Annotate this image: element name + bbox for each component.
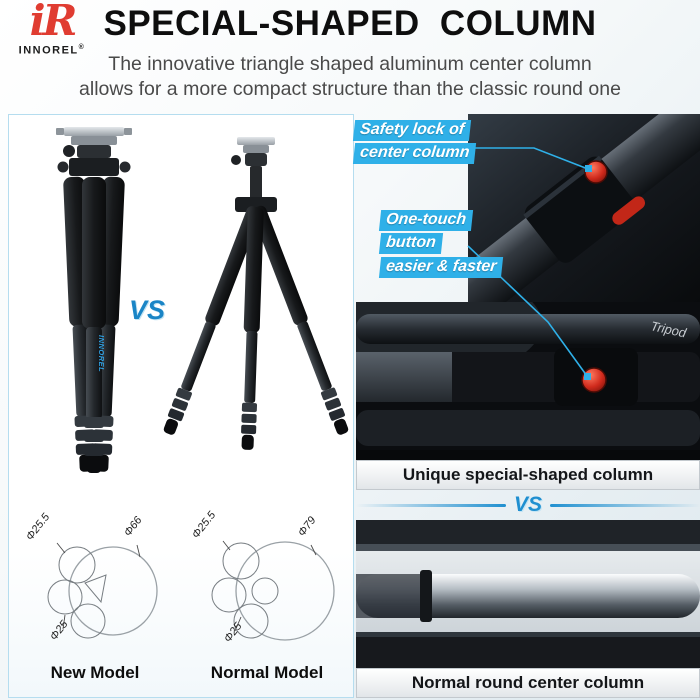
subtitle-line-2: allows for a more compact structure than…	[79, 78, 621, 101]
tripod-normal-model-photo	[163, 137, 349, 450]
red-safety-lock-knob	[584, 160, 608, 184]
caption-normal-column: Normal round center column	[356, 668, 700, 698]
round-column-photo	[356, 520, 700, 668]
ballhead-clamp	[71, 136, 117, 145]
spider-hub-2	[235, 197, 277, 212]
tube-print-text: Tripod	[649, 318, 688, 340]
background-tube-bottom	[356, 632, 700, 668]
ballhead-knob-2	[231, 155, 241, 165]
vs-divider: VS	[356, 490, 700, 520]
dim-inner-label: Φ25	[48, 618, 71, 643]
upper-tube	[356, 314, 700, 344]
leg-circle-2	[211, 577, 247, 613]
callout-onetouch-line-2: button	[378, 233, 443, 255]
ballhead-housing	[77, 145, 111, 158]
model-labels: New Model Normal Model	[9, 663, 353, 683]
quick-release-plate	[64, 127, 124, 136]
tripod-brand-print: INNOREL	[97, 335, 106, 372]
leg-right-open	[251, 205, 349, 435]
dim-outer-label: Φ66	[122, 514, 145, 539]
subtitle-line-1: The innovative triangle shaped aluminum …	[108, 53, 592, 75]
ballhead-knob	[63, 145, 75, 157]
leg-circle-1	[222, 542, 260, 580]
new-model-outer-circle	[68, 546, 158, 636]
special-column-photo-angled	[468, 114, 700, 302]
callout-onetouch-line-3: easier & faster	[378, 256, 504, 279]
normal-model-diagram: Φ25.5 Φ25 Φ79	[190, 509, 335, 645]
detail-panel: Tripod Unique special-shaped column VS	[352, 114, 700, 698]
brand-logo-icon: iR	[29, 0, 78, 45]
normal-model-label: Normal Model	[210, 663, 324, 682]
tripod-new-model-photo: INNOREL	[56, 127, 132, 473]
callout-onetouch-line-1: One-touch	[378, 210, 474, 232]
red-onetouch-button	[581, 367, 607, 393]
plate-knob-right	[124, 128, 132, 135]
callout-one-touch: One-touch button easier & faster	[378, 210, 504, 280]
dim-leg-label: Φ25.5	[24, 511, 53, 543]
registered-mark: ®	[78, 44, 86, 51]
vs-line-right	[550, 503, 700, 507]
new-model-label: New Model	[50, 663, 140, 682]
vs-line-left	[356, 503, 506, 507]
leg-circle-1	[58, 546, 96, 584]
center-column	[250, 166, 262, 200]
brand-name-text: INNOREL	[18, 44, 79, 57]
caption-unique-column: Unique special-shaped column	[356, 460, 700, 490]
dim-inner-label: Φ25	[222, 620, 245, 645]
brand-name: INNOREL®	[10, 44, 94, 57]
dim-outer-label: Φ79	[296, 515, 319, 539]
ballhead-housing-2	[245, 153, 267, 166]
brand-logo: iR INNOREL®	[10, 0, 94, 57]
hub-knob-right	[119, 161, 131, 173]
lower-tube	[356, 410, 700, 446]
vs-label: VS	[129, 295, 166, 325]
quick-release-plate-2	[237, 137, 275, 145]
background-tube-top	[356, 520, 700, 544]
page-subtitle: The innovative triangle shaped aluminum …	[0, 52, 700, 103]
metal-collar	[356, 352, 452, 402]
leg-circle-3	[233, 603, 269, 639]
callout-safety-line-1: Safety lock of	[352, 120, 472, 142]
special-column-photo-closeup: Tripod	[356, 302, 700, 460]
leg-center-open	[241, 206, 264, 450]
red-lock-lever	[612, 196, 646, 225]
normal-model-outer-circle	[235, 541, 335, 641]
vs-sub-label: VS	[514, 493, 543, 516]
comparison-panel: INNOREL VS	[8, 114, 354, 698]
spider-hub	[69, 158, 119, 176]
leg-circle-3	[70, 603, 106, 639]
dim-leg-label: Φ25.5	[190, 509, 219, 541]
round-column-tube	[356, 574, 700, 618]
page-title: SPECIAL-SHAPED COLUMN	[103, 4, 597, 43]
ballhead-clamp-2	[243, 145, 269, 153]
round-column-section	[251, 577, 279, 605]
hub-knob-left	[57, 161, 69, 173]
leg-center: INNOREL	[82, 177, 106, 473]
cross-section-diagrams: Φ25.5 Φ25 Φ66 Φ25.5 Φ25 Φ79	[9, 507, 353, 659]
callout-safety-lock: Safety lock of center column	[352, 120, 477, 167]
column-collar	[420, 570, 432, 622]
leg-circle-2	[47, 579, 83, 615]
triangle-column-section	[84, 574, 107, 604]
plate-knob-left	[56, 128, 64, 135]
new-model-diagram: Φ25.5 Φ25 Φ66	[24, 511, 158, 643]
callout-safety-line-2: center column	[352, 143, 477, 165]
